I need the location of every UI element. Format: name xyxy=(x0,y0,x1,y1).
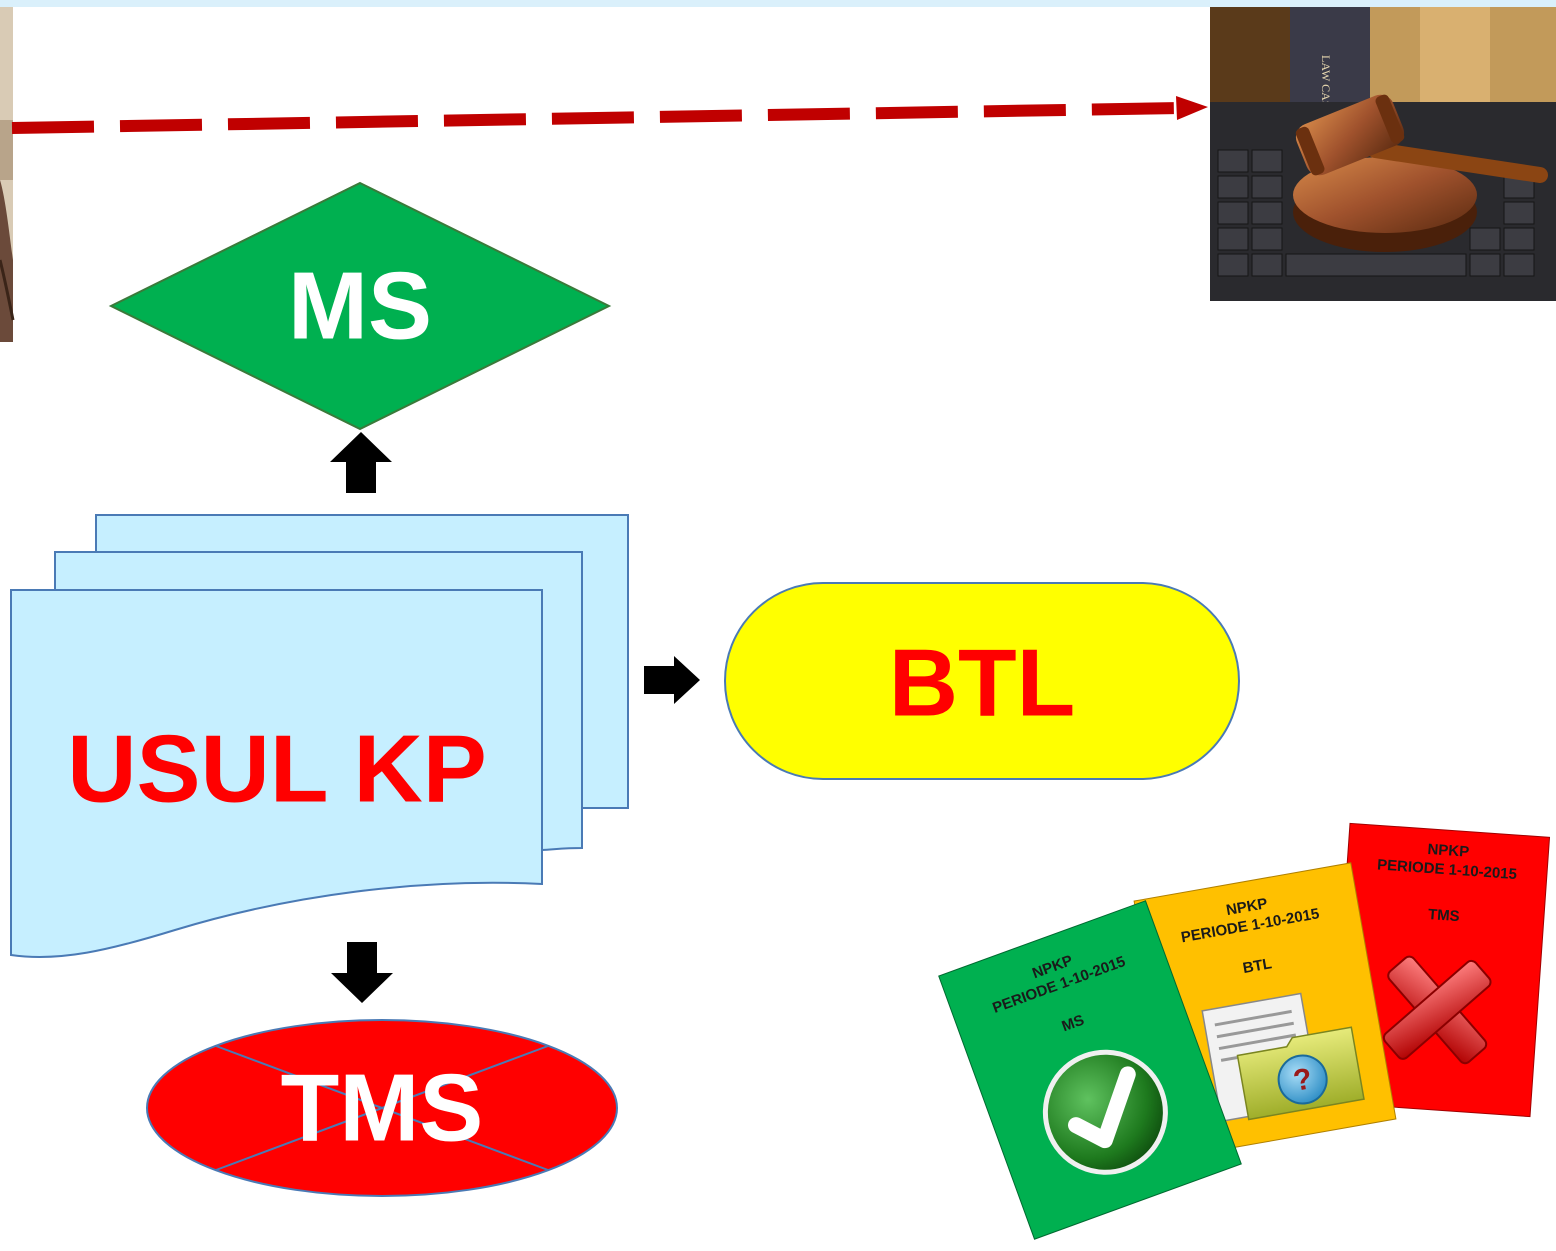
top-band xyxy=(0,0,1556,7)
svg-text:?: ? xyxy=(1291,1062,1315,1098)
tms-end-node: TMS xyxy=(146,1019,618,1197)
arrow-down xyxy=(331,942,393,1003)
dashed-arrowhead xyxy=(1176,96,1208,120)
gavel-photo: LAW CASES xyxy=(1210,7,1556,301)
card-btl-title: NPKP xyxy=(1225,895,1269,919)
ms-decision-node: MS xyxy=(108,181,612,431)
btl-label: BTL xyxy=(889,630,1076,737)
card-ms-status: MS xyxy=(1060,1012,1087,1036)
card-btl-status: BTL xyxy=(1241,955,1273,977)
usul-kp-document-node: USUL KP xyxy=(10,514,629,958)
x-icon xyxy=(1382,955,1492,1065)
card-tms-title: NPKP xyxy=(1427,841,1470,861)
photo-left-fragment xyxy=(0,7,15,342)
dashed-arrow xyxy=(11,96,1208,134)
card-tms: NPKP PERIODE 1-10-2015 TMS xyxy=(1329,822,1551,1118)
btl-terminator-node: BTL xyxy=(724,582,1240,780)
card-ms: NPKP PERIODE 1-10-2015 MS xyxy=(938,900,1242,1240)
gavel-icon xyxy=(1295,94,1405,176)
tms-label: TMS xyxy=(281,1055,484,1162)
usul-kp-label: USUL KP xyxy=(67,716,487,823)
arrow-right xyxy=(644,656,700,704)
check-icon xyxy=(1042,1049,1168,1175)
ms-label: MS xyxy=(288,253,432,360)
folder-question-icon: ? xyxy=(1201,992,1365,1123)
arrow-up xyxy=(330,432,392,493)
card-tms-status: TMS xyxy=(1427,906,1460,925)
